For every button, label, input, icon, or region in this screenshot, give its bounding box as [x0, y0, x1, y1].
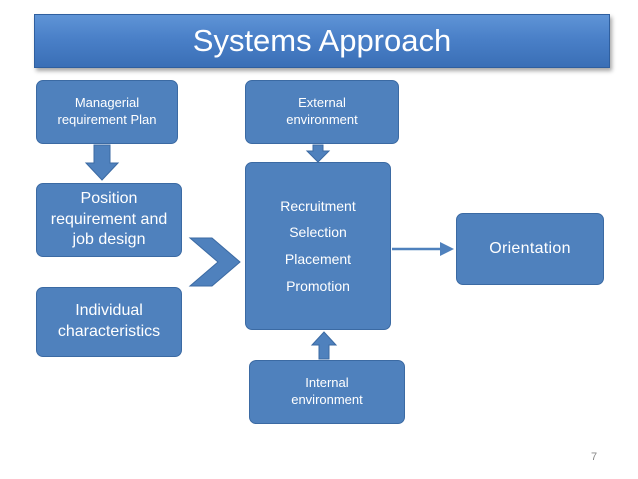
box-text-line: Managerial [74, 95, 140, 111]
chevron-arrow-icon [188, 237, 241, 287]
individual-characteristics-box: Individual characteristics [36, 287, 182, 357]
process-item-promotion: Promotion [286, 277, 350, 294]
managerial-requirement-plan-box: Managerial requirement Plan [36, 80, 178, 144]
box-text-line: requirement Plan [57, 112, 157, 127]
box-text-line: requirement and [50, 210, 168, 228]
recruitment-process-box: Recruitment Selection Placement Promotio… [245, 162, 391, 330]
page-number: 7 [591, 451, 598, 463]
internal-environment-box: Internal environment [249, 360, 405, 424]
orientation-label: Orientation [489, 239, 571, 257]
right-arrow-head [440, 242, 454, 256]
up-arrow-internal [310, 331, 338, 360]
orientation-box: Orientation [456, 213, 604, 285]
title-bar: Systems Approach [34, 14, 610, 68]
box-text-line: environment [291, 392, 363, 407]
slide-title: Systems Approach [192, 23, 452, 58]
position-requirement-box: Position requirement and job design [36, 183, 182, 257]
process-item-selection: Selection [289, 224, 347, 241]
process-item-recruitment: Recruitment [280, 197, 356, 214]
box-text-line: characteristics [57, 323, 161, 340]
down-arrow-external [305, 144, 331, 163]
box-text-line: Internal [305, 375, 349, 391]
box-text-line: Individual [75, 302, 143, 320]
box-text-line: environment [286, 112, 358, 127]
process-item-placement: Placement [284, 251, 352, 267]
box-text-line: Position [80, 189, 138, 207]
external-environment-box: External environment [245, 80, 399, 144]
box-text-line: External [298, 95, 346, 111]
down-arrow-managerial [84, 144, 120, 181]
box-text-line: job design [72, 231, 146, 249]
